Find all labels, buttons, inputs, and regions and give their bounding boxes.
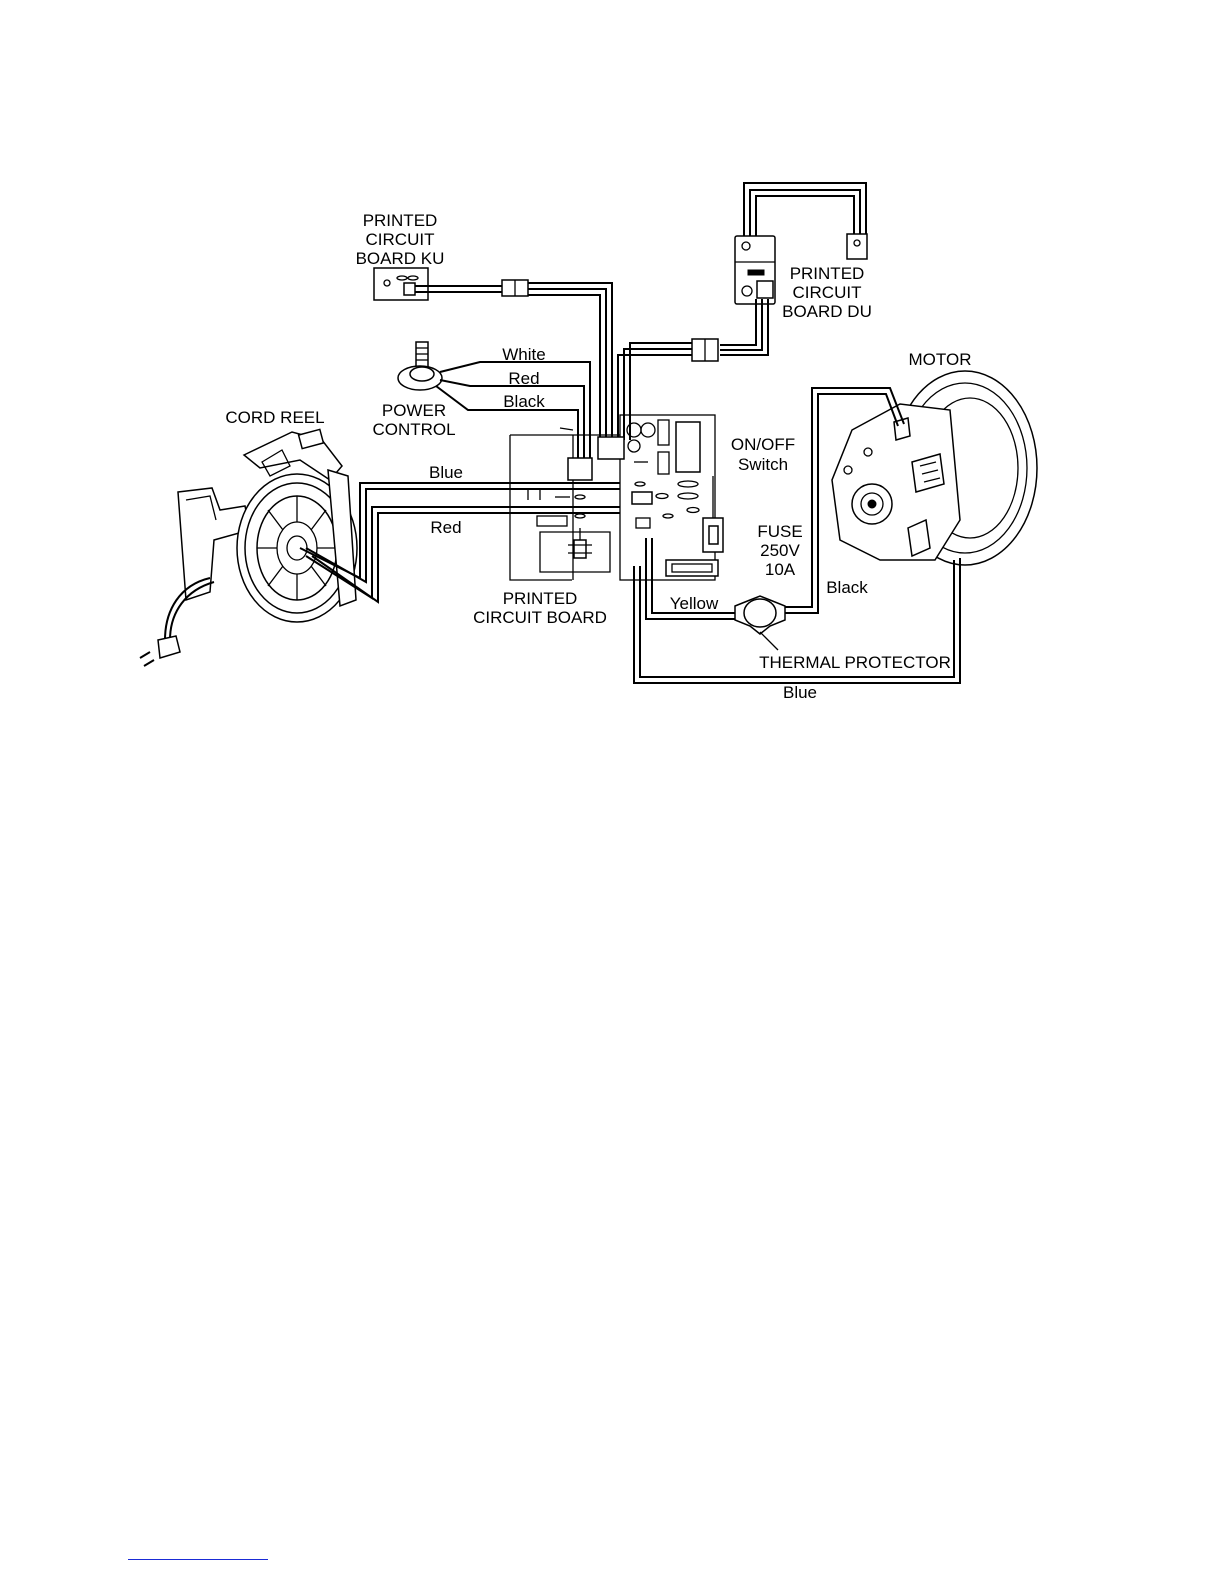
du-harness bbox=[618, 299, 768, 440]
power-control-label-line1: POWER bbox=[382, 401, 446, 420]
wire-label-blue-bottom: Blue bbox=[783, 683, 817, 702]
fuse-label-line2: 250V bbox=[760, 541, 800, 560]
pcb-du-label-line2: CIRCUIT bbox=[793, 283, 862, 302]
fuse-label-line1: FUSE bbox=[757, 522, 802, 541]
on-off-switch-label-line2: Switch bbox=[738, 455, 788, 474]
thermal-protector-label: THERMAL PROTECTOR bbox=[759, 653, 951, 672]
cord-reel-label: CORD REEL bbox=[225, 408, 324, 427]
wire-label-black-top: Black bbox=[503, 392, 545, 411]
pcb-ku-label-line1: PRINTED bbox=[363, 211, 438, 230]
on-off-switch-label-line1: ON/OFF bbox=[731, 435, 795, 454]
power-control-label-line2: CONTROL bbox=[372, 420, 455, 439]
fuse-label-line3: 10A bbox=[765, 560, 796, 579]
pcb-ku-label-line2: CIRCUIT bbox=[366, 230, 435, 249]
pcb-du-label-line3: BOARD DU bbox=[782, 302, 872, 321]
wire-label-red-left: Red bbox=[430, 518, 461, 537]
wire-label-white: White bbox=[502, 345, 545, 364]
footer-link-underline[interactable] bbox=[128, 1559, 268, 1560]
pcb-ku-label-line3: BOARD KU bbox=[356, 249, 445, 268]
pcb-ku-component bbox=[374, 268, 428, 300]
wire-label-blue-left: Blue bbox=[429, 463, 463, 482]
wire-label-black-motor: Black bbox=[826, 578, 868, 597]
main-pcb-label-line1: PRINTED bbox=[503, 589, 578, 608]
motor-component bbox=[832, 371, 1037, 565]
pcb-du-label-line1: PRINTED bbox=[790, 264, 865, 283]
motor-label: MOTOR bbox=[909, 350, 972, 369]
cord-reel-component bbox=[140, 429, 357, 666]
fuse-component bbox=[666, 560, 718, 576]
du-loop-harness bbox=[744, 183, 866, 238]
main-pcb-label-line2: CIRCUIT BOARD bbox=[473, 608, 607, 627]
main-pcb-component bbox=[510, 415, 715, 580]
leader-lines bbox=[560, 428, 573, 430]
wire-label-yellow: Yellow bbox=[670, 594, 719, 613]
on-off-switch-component bbox=[703, 476, 723, 552]
thermal-protector-component bbox=[735, 596, 785, 650]
wire-label-red-top: Red bbox=[508, 369, 539, 388]
